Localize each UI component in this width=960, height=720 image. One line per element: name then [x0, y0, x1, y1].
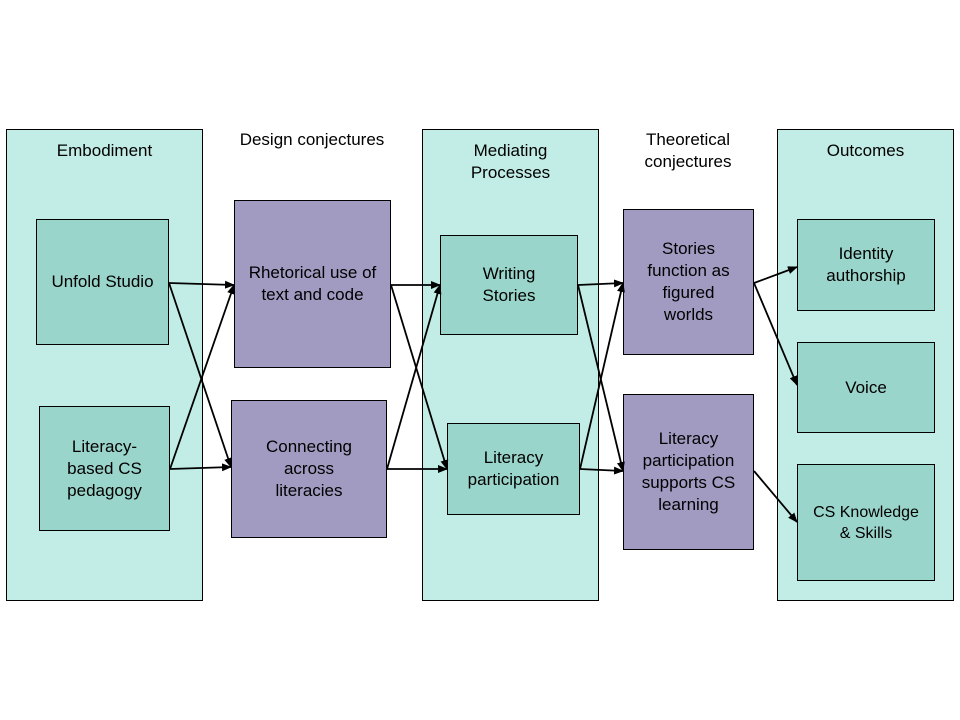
arrow-literacy-to-rhetorical [169, 284, 235, 470]
unfold-studio-box: Unfold Studio [36, 219, 169, 345]
literacy-participation-box: Literacy participation [447, 423, 580, 515]
rhetorical-use-box: Rhetorical use of text and code [234, 200, 391, 368]
identity-authorship-box: Identity authorship [797, 219, 935, 311]
arrow-participation-to-supports [579, 466, 624, 475]
arrow-stories-function-to-voice [753, 282, 798, 386]
arrow-connecting-to-writing [386, 284, 442, 470]
literacy-participation-supports-cs-learning-box: Literacy participation supports CS learn… [623, 394, 754, 550]
arrow-unfold-to-rhetorical [168, 280, 235, 289]
outcomes-title: Outcomes [826, 141, 905, 160]
embodiment-title: Embodiment [56, 141, 153, 160]
arrow-unfold-to-connecting [168, 282, 232, 468]
design-conjectures-heading: Design conjectures [239, 130, 385, 149]
literacy-based-cs-pedagogy-box: Literacy- based CS pedagogy [39, 406, 170, 531]
arrow-participation-to-stories-function [579, 282, 625, 470]
mediating-processes-column [422, 129, 599, 601]
arrow-rhetorical-to-participation [390, 284, 449, 470]
arrow-stories-function-to-identity [753, 266, 798, 284]
mediating-processes-title: Mediating Processes [470, 141, 551, 182]
stories-function-as-figured-worlds-box: Stories function as figured worlds [623, 209, 754, 355]
writing-stories-box: Writing Stories [440, 235, 578, 335]
voice-box: Voice [797, 342, 935, 433]
theoretical-conjectures-heading: Theoretical conjectures [644, 130, 732, 171]
arrow-writing-to-stories-function [577, 279, 624, 288]
arrow-literacy-to-connecting [169, 463, 232, 472]
arrow-supports-to-cs-knowledge [753, 470, 798, 523]
connecting-across-literacies-box: Connecting across literacies [231, 400, 387, 538]
cs-knowledge-skills-box: CS Knowledge & Skills [797, 464, 935, 581]
